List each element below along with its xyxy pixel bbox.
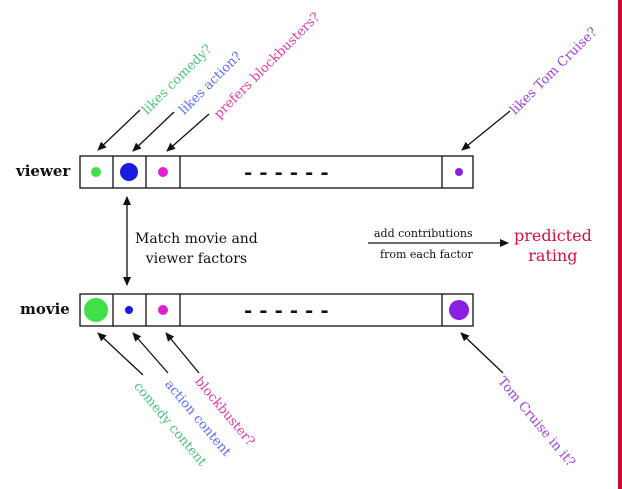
- viewer-tomcruise-dot: [455, 168, 463, 176]
- viewer-ellipsis: - - - - - -: [244, 160, 329, 184]
- arrow-likes-comedy: [97, 109, 141, 151]
- predicted-rating-label: predicted rating: [514, 226, 592, 266]
- viewer-comedy-dot: [91, 167, 101, 177]
- predicted-line-2: rating: [528, 246, 578, 265]
- arrow-likes-action: [132, 111, 175, 152]
- viewer-label: viewer: [16, 162, 71, 180]
- match-line-2: viewer factors: [145, 251, 248, 267]
- arrow-comedy-content: [97, 332, 144, 376]
- arrow-tom-cruise-in-it: [460, 332, 504, 374]
- match-line-1: Match movie and: [135, 231, 258, 247]
- arrow-prefers-blockbusters: [166, 113, 210, 152]
- movie-comedy-dot: [84, 298, 108, 322]
- arrow-action-content: [132, 332, 169, 374]
- add-contributions-line-1: add contributions: [374, 227, 473, 240]
- add-contributions-line-2: from each factor: [380, 248, 473, 261]
- movie-label: movie: [20, 300, 70, 318]
- match-text: Match movie and viewer factors: [135, 229, 258, 269]
- movie-tomcruise-dot: [449, 300, 469, 320]
- movie-action-dot: [125, 306, 133, 314]
- predicted-line-1: predicted: [514, 226, 592, 245]
- movie-blockbuster-dot: [158, 305, 168, 315]
- movie-ellipsis: - - - - - -: [244, 298, 329, 322]
- right-edge-strip: [618, 0, 622, 489]
- viewer-blockbuster-dot: [158, 167, 168, 177]
- viewer-action-dot: [120, 163, 138, 181]
- arrow-blockbuster: [165, 332, 200, 374]
- arrow-likes-tom-cruise: [461, 110, 511, 151]
